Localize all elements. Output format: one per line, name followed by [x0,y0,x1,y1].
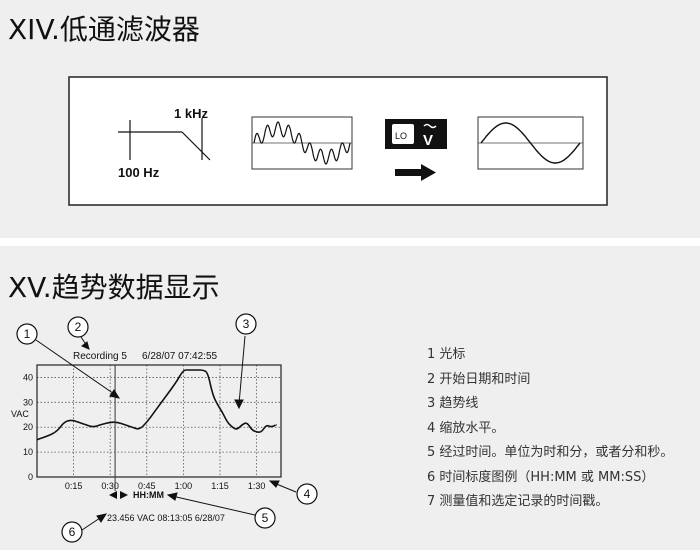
svg-text:6: 6 [69,525,76,539]
mode-icon-v-text: V [423,132,433,149]
cutoff-low-label: 100 Hz [118,165,160,180]
callout-5: 5 [254,507,276,529]
right-arrow-icon [395,164,436,181]
x-tick-label: 1:00 [175,481,193,491]
recording-label: Recording 5 [73,351,127,362]
time-scale-legend: HH:MM [133,490,164,500]
x-tick-label: 1:15 [211,481,229,491]
callout-4: 4 [296,483,318,505]
svg-text:2: 2 [75,320,82,334]
section-trend-display [0,246,700,550]
low-pass-filter-diagram: 1 kHz 100 Hz LO V [68,76,608,206]
y-tick-label: 20 [23,422,33,432]
filtered-signal-panel [477,116,584,170]
legend-item-6: 6 时间标度图例（HH:MM 或 MM:SS） [427,469,655,485]
y-tick-label: 0 [28,472,33,482]
svg-text:1: 1 [24,327,31,341]
noisy-waveform [253,121,351,165]
x-tick-label: 0:15 [65,481,83,491]
callout-leaders [35,335,297,531]
mode-icon-lo-text: LO [395,131,407,141]
y-tick-label: 30 [23,397,33,407]
legend-item-3: 3 趋势线 [427,396,479,411]
legend-item-4: 4 缩放水平。 [427,420,505,436]
svg-text:4: 4 [304,487,311,501]
y-axis-label: VAC [11,409,29,419]
section-title-low-pass: XIV.低通滤波器 [8,13,200,46]
start-datetime: 6/28/07 07:42:55 [142,351,218,362]
svg-text:3: 3 [243,317,250,331]
legend-item-2: 2 开始日期和时间 [427,371,531,387]
noisy-signal-panel [251,116,353,170]
x-tick-label: 0:30 [101,481,119,491]
callout-2: 2 [67,316,89,338]
trend-line [36,369,277,441]
trend-chart: 0 10 20 30 40 0:15 0:30 0:45 1:00 1:15 1:30 VAC R… [11,313,318,543]
legend-item-5: 5 经过时间。单位为时和分，或者分和秒。 [427,445,674,460]
callout-6: 6 [61,521,83,543]
x-tick-label: 1:30 [248,481,266,491]
legend-item-1: 1 光标 [427,347,466,362]
low-pass-mode-icon: LO V [385,119,447,149]
callout-legend: 1 光标 2 开始日期和时间 3 趋势线 4 缩放水平。 5 经过时间。单位为时… [427,343,673,515]
callout-3: 3 [235,313,257,335]
plot-area-frame [36,364,282,478]
callout-1: 1 [16,323,38,345]
cursor-readout: 23.456 VAC 08:13:05 6/28/07 [107,513,225,523]
svg-text:5: 5 [262,511,269,525]
time-scale-arrows-icon [109,491,128,499]
cutoff-high-label: 1 kHz [174,106,208,121]
y-tick-label: 40 [23,372,33,382]
y-tick-label: 10 [23,447,33,457]
filter-response-icon [118,118,211,161]
sine-waveform [480,122,581,164]
section-title-trend: XV.趋势数据显示 [8,271,220,304]
x-tick-label: 0:45 [138,481,156,491]
legend-item-7: 7 测量值和选定记录的时间戳。 [427,494,609,509]
